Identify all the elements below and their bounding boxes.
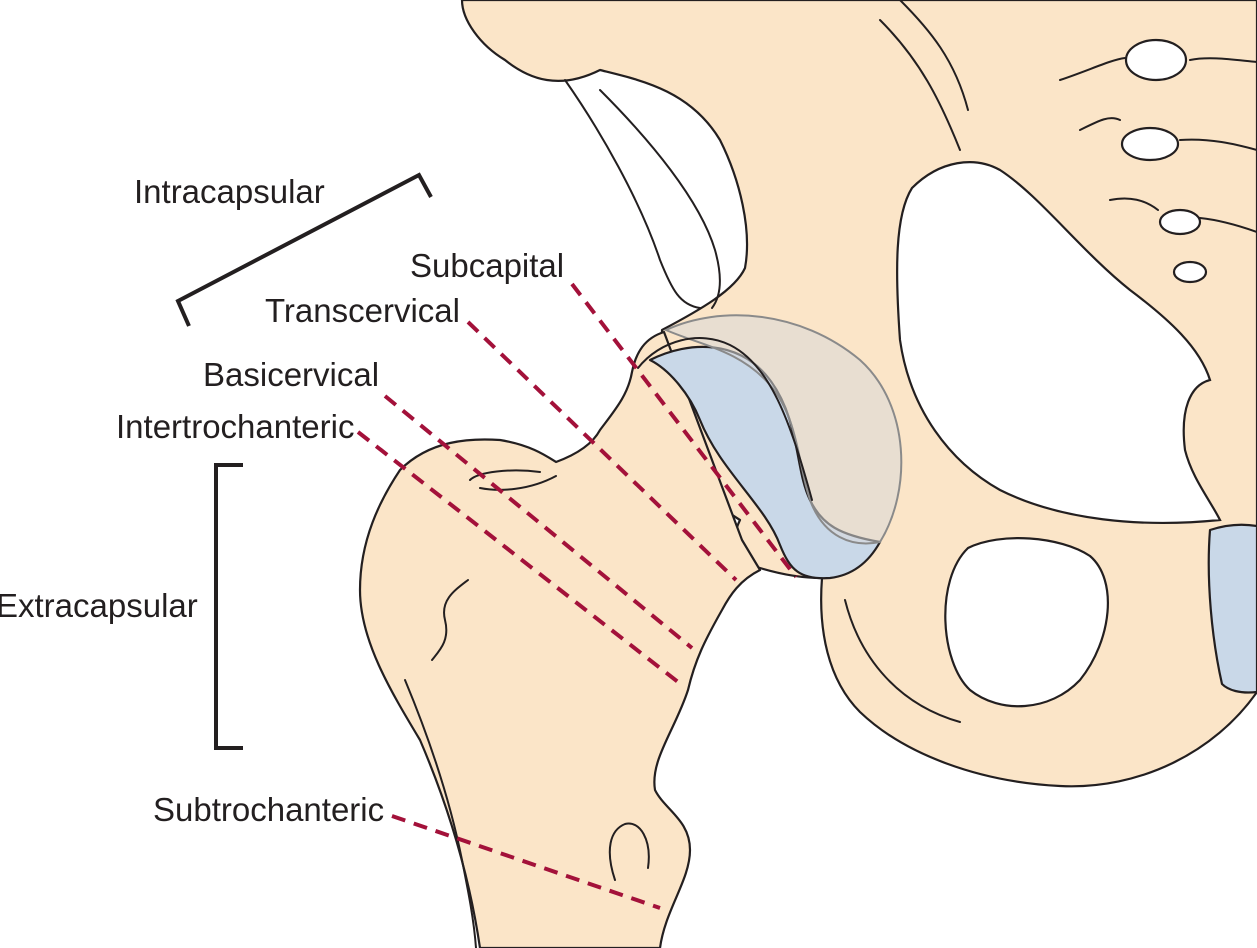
sacral-foramen-4 <box>1172 260 1208 284</box>
sacral-foramen-3 <box>1158 208 1202 236</box>
obturator-foramen <box>944 537 1109 708</box>
intracapsular-label: Intracapsular <box>134 173 325 210</box>
iliac-ridge-line <box>564 79 701 309</box>
subcapital-label: Subcapital <box>410 247 564 284</box>
transcervical-line <box>466 320 738 582</box>
femoral-head-outline <box>637 337 813 501</box>
intertrochanteric-ridge <box>431 579 469 661</box>
pubic-symphysis <box>1207 523 1257 694</box>
lesser-trochanter <box>608 822 650 881</box>
basicervical-label: Basicervical <box>203 356 379 393</box>
femur <box>358 330 762 948</box>
sacrum-ridge-3 <box>1109 197 1257 233</box>
subcapital-line <box>570 282 798 579</box>
sacral-foramen-1 <box>1124 38 1188 82</box>
hip-joint <box>637 314 903 580</box>
sacrum-ridge-1 <box>1059 57 1257 81</box>
greater-trochanter-line <box>469 469 557 491</box>
extracapsular-label: Extracapsular <box>0 587 198 624</box>
joint-capsule <box>663 314 903 545</box>
sacrum-ridge-2 <box>1079 117 1257 151</box>
basicervical-line <box>383 394 694 650</box>
extracapsular-bracket <box>214 463 243 750</box>
femur-shaft-line <box>404 679 477 948</box>
ischium-line <box>844 599 961 723</box>
sacral-foramen-2 <box>1120 126 1180 162</box>
fracture-lines <box>356 282 798 910</box>
femur-bone <box>358 330 762 948</box>
intracapsular-bracket <box>175 172 433 327</box>
iliac-inner-line <box>599 89 721 309</box>
pelvic-brim-line <box>879 0 969 151</box>
subtrochanteric-line <box>391 814 661 910</box>
subtrochanteric-label: Subtrochanteric <box>153 791 384 828</box>
transcervical-label: Transcervical <box>265 292 460 329</box>
intertrochanteric-label: Intertrochanteric <box>116 408 354 445</box>
sciatic-notch <box>896 161 1222 525</box>
